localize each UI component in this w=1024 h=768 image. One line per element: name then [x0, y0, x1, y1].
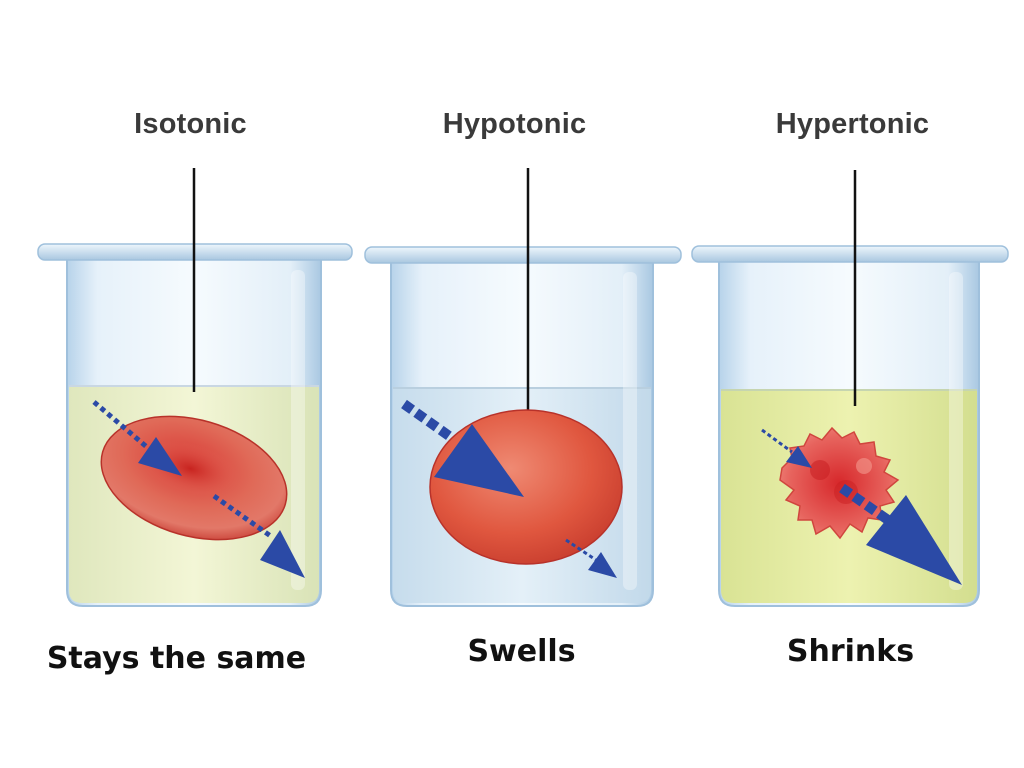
hypertonic-beaker — [691, 245, 1009, 607]
isotonic-title: Isotonic — [134, 108, 247, 140]
hypertonic-water-arrow-out — [839, 483, 962, 585]
isotonic-caption: Stays the same — [46, 641, 307, 676]
hypertonic-water-arrow-in — [761, 428, 812, 468]
hypertonic-beaker-illustration — [691, 170, 1009, 607]
beaker-rim — [364, 246, 682, 264]
hypotonic-panel: Hypotonic Swells — [344, 0, 685, 768]
normal-red-blood-cell — [100, 415, 288, 541]
isotonic-water-arrow-in — [92, 400, 182, 476]
isotonic-beaker-illustration — [37, 168, 353, 607]
hypotonic-title: Hypotonic — [442, 108, 587, 140]
hypertonic-panel: Hypertonic Shrinks — [670, 0, 1011, 768]
beaker-rim — [691, 245, 1009, 263]
hypertonic-title: Hypertonic — [775, 108, 930, 140]
swollen-red-blood-cell — [429, 409, 623, 565]
hypotonic-beaker-illustration — [364, 168, 682, 607]
isotonic-water-arrow-out — [212, 493, 305, 578]
hypotonic-caption: Swells — [467, 634, 576, 669]
hypertonic-caption: Shrinks — [786, 634, 915, 669]
isotonic-panel: Isotonic Stays the same — [20, 0, 361, 768]
hypotonic-water-arrow-out — [565, 538, 617, 578]
hypotonic-water-arrow-in — [401, 399, 524, 497]
